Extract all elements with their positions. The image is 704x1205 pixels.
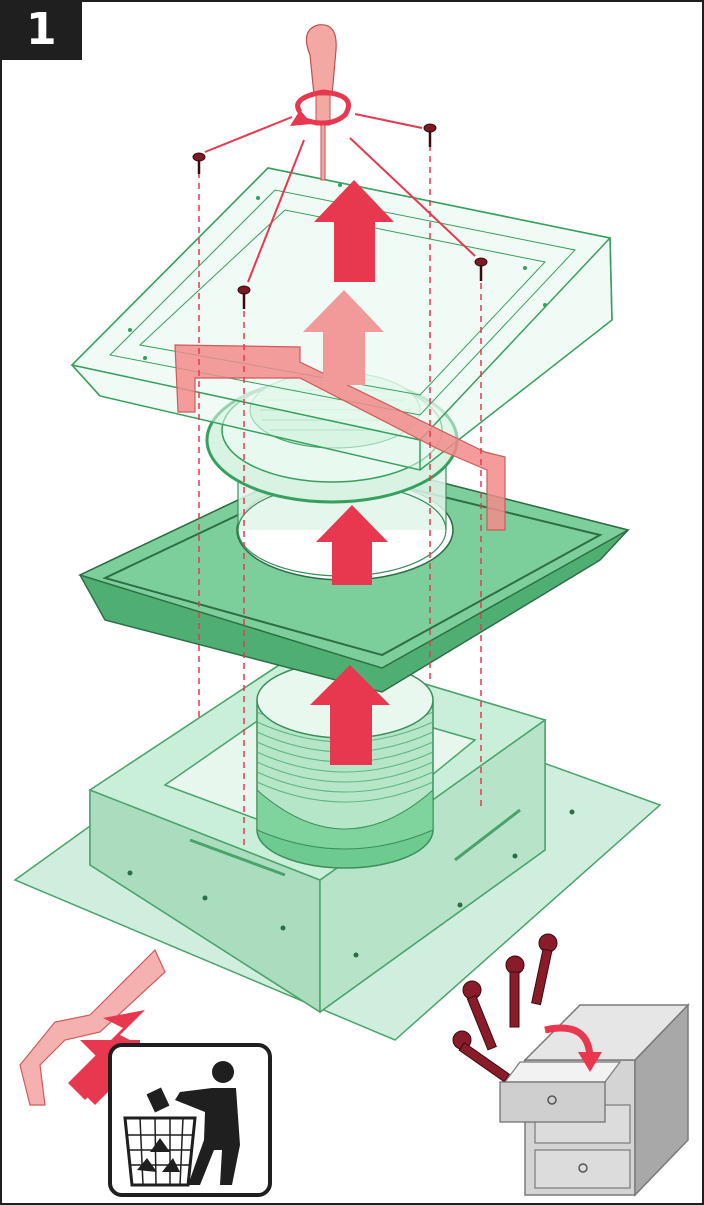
screw-icon [453, 1031, 509, 1082]
screw-icon [532, 934, 557, 1005]
screw-icon [424, 124, 436, 147]
file-cabinet-icon [500, 1005, 688, 1195]
screwdriver-icon [306, 25, 336, 180]
screw-icon [506, 956, 524, 1027]
screw-icon [193, 153, 205, 174]
trash-bin-icon [110, 1045, 270, 1195]
